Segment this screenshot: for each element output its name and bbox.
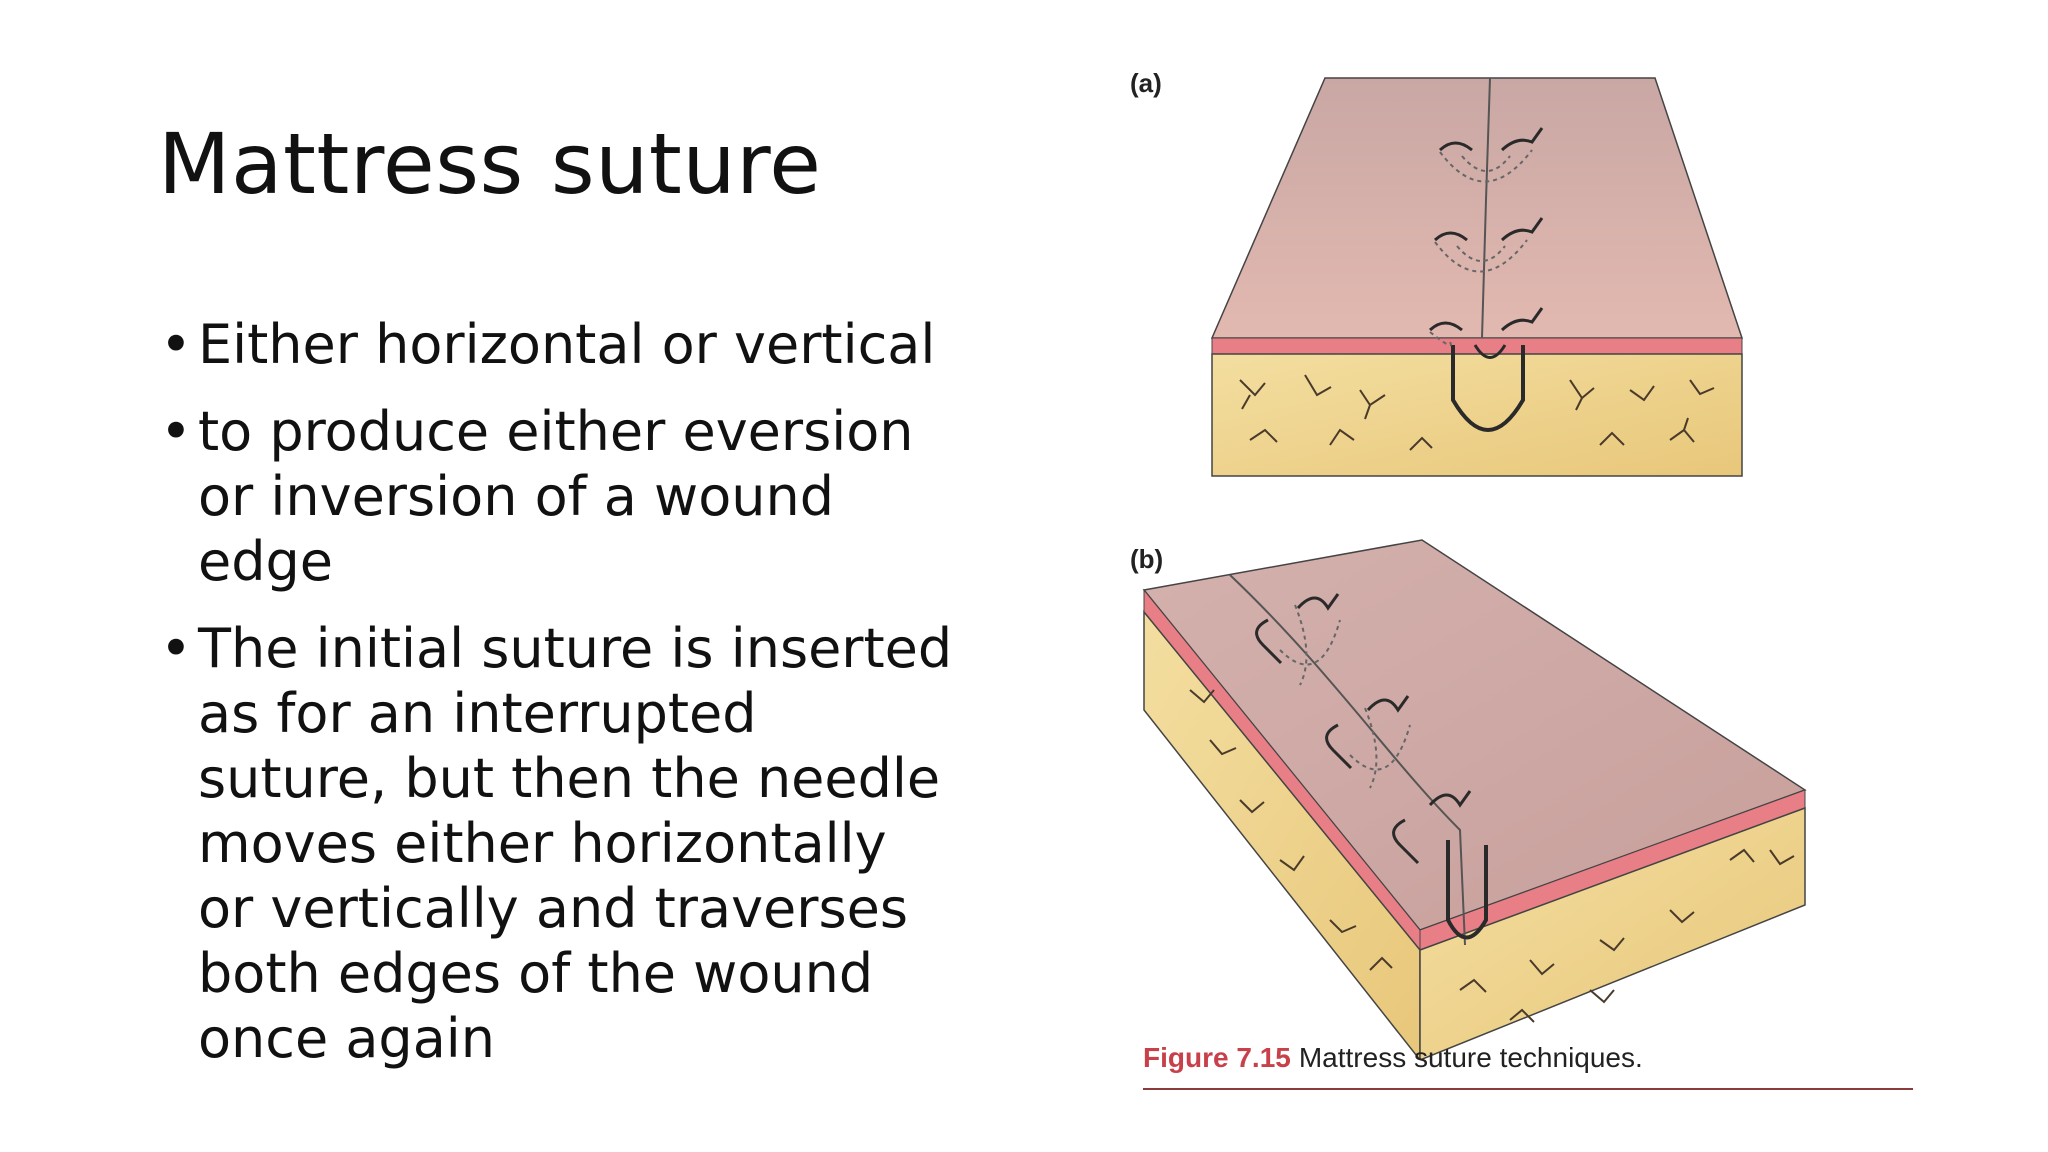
- caption-divider: [1143, 1088, 1913, 1090]
- panel-b-label: (b): [1130, 544, 1163, 574]
- panel-b-skin-block: [1142, 539, 1807, 1060]
- figure-number: Figure 7.15: [1143, 1042, 1291, 1073]
- bullet-item: to produce either eversion or inversion …: [158, 399, 958, 594]
- panel-a-skin-block: [1210, 77, 1744, 477]
- bullet-item: The initial suture is inserted as for an…: [158, 616, 958, 1071]
- bullet-item: Either horizontal or vertical: [158, 312, 958, 377]
- slide-title: Mattress suture: [158, 115, 822, 213]
- mattress-suture-illustration: (a) (: [1130, 68, 1807, 1060]
- bullet-list: Either horizontal or vertical to produce…: [158, 312, 958, 1093]
- panel-a-label: (a): [1130, 68, 1162, 98]
- figure-caption-text: Mattress suture techniques.: [1298, 1042, 1643, 1073]
